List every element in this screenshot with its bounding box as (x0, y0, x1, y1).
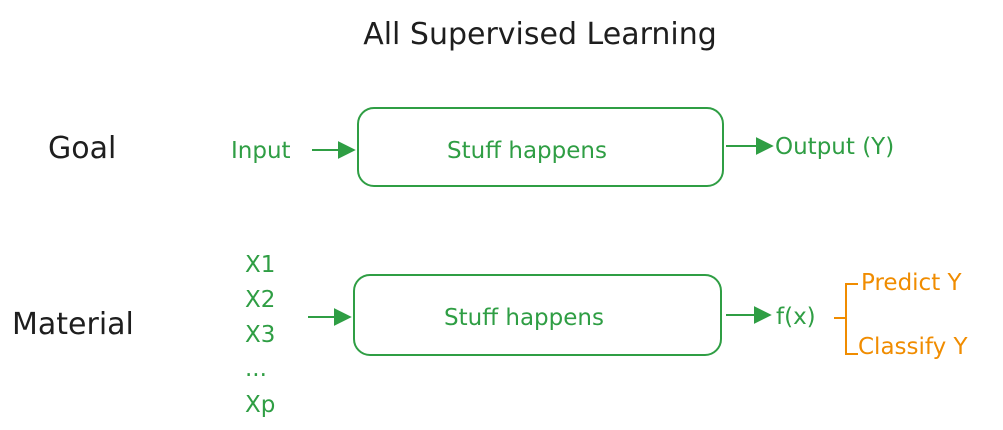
material-process-text: Stuff happens (444, 305, 604, 331)
feature-x2: X2 (245, 287, 275, 313)
feature-xp: Xp (245, 392, 275, 418)
diagram-title: All Supervised Learning (363, 17, 717, 52)
outcome-classify: Classify Y (858, 334, 969, 360)
goal-process-box (357, 107, 724, 187)
feature-x3: X3 (245, 322, 275, 348)
material-process-box (353, 274, 722, 356)
feature-x1: X1 (245, 252, 275, 278)
goal-input-text: Input (231, 138, 291, 164)
goal-output-text: Output (Y) (775, 134, 894, 160)
goal-label: Goal (48, 131, 116, 166)
outcome-predict: Predict Y (861, 270, 963, 296)
outcome-bracket (834, 283, 858, 355)
function-text: f(x) (776, 304, 816, 330)
goal-process-text: Stuff happens (447, 138, 607, 164)
feature-ellipsis: ... (245, 356, 267, 382)
material-label: Material (12, 307, 134, 342)
